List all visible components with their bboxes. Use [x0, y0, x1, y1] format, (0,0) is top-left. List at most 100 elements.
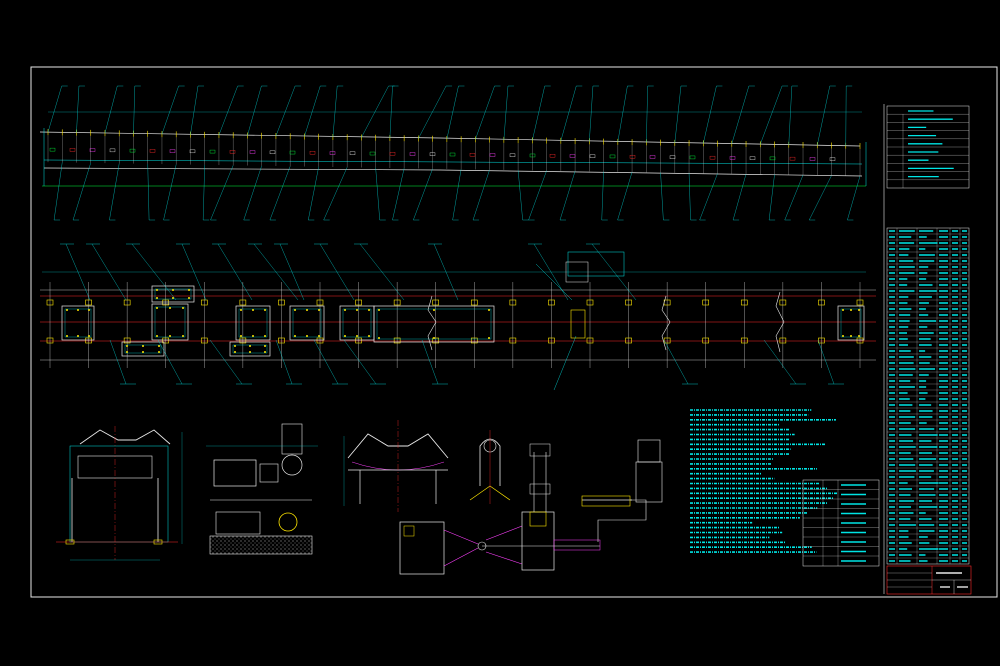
frame-detail	[669, 155, 676, 159]
plan-bolt	[169, 335, 171, 337]
frame-detail	[229, 150, 236, 154]
plan-bolt	[858, 309, 860, 311]
plan-bolt	[188, 289, 190, 291]
plan-leader	[763, 339, 797, 385]
callout-leader	[768, 174, 775, 221]
plan-bolt	[126, 345, 128, 347]
plan-bolt	[252, 335, 254, 337]
conveyor-elevation-view	[39, 85, 867, 221]
plan-foot-top	[239, 299, 247, 306]
plan-foot-bottom	[470, 337, 478, 344]
callout-leader	[247, 85, 262, 136]
plan-bolt	[842, 309, 844, 311]
layout-column-bot	[529, 483, 551, 495]
plan-bolt	[66, 309, 68, 311]
plan-foot-bottom	[393, 337, 401, 344]
callout-leader	[646, 85, 648, 143]
plan-bolt	[842, 335, 844, 337]
frame-detail	[89, 148, 96, 152]
plan-bolt	[169, 307, 171, 309]
frame-detail	[469, 153, 476, 157]
frame-detail	[549, 154, 556, 158]
callout-leader	[560, 85, 577, 141]
plan-bolt	[249, 345, 251, 347]
plan-foot-bottom	[702, 337, 710, 344]
callout-leader	[392, 168, 405, 221]
plan-bolt	[264, 335, 266, 337]
layout-mag-run2	[485, 551, 523, 565]
plan-bolt	[433, 309, 435, 311]
plan-foot-bottom	[779, 337, 787, 344]
callout-leader	[161, 85, 179, 135]
callout-leader	[589, 85, 594, 142]
callout-leader	[332, 85, 338, 138]
param-table-frame	[802, 479, 880, 567]
plan-foot-top	[200, 299, 208, 306]
callout-leader	[674, 85, 682, 143]
plan-foot-bottom	[548, 337, 555, 344]
plan-leader	[209, 339, 243, 385]
layout-weight	[529, 511, 547, 527]
callout-leader	[732, 174, 747, 221]
plan-leader	[421, 339, 439, 385]
callout-leader	[559, 171, 576, 221]
conveyor-plan-view	[40, 243, 876, 391]
layout-column	[533, 452, 547, 512]
plan-bolt	[88, 335, 90, 337]
title-block	[886, 565, 972, 595]
plan-box-inner	[376, 308, 492, 340]
plan-bolt	[356, 309, 358, 311]
plan-foot-top	[818, 299, 825, 306]
plan-leader	[433, 243, 459, 301]
frame-detail	[769, 156, 776, 161]
plan-leader	[359, 243, 405, 301]
frame-detail	[349, 151, 356, 155]
plan-bolt	[858, 335, 860, 337]
callout-leader	[147, 163, 150, 221]
plan-box-inner	[292, 308, 322, 338]
plan-foot-top	[393, 299, 401, 306]
elevation-callout-leaders	[47, 85, 861, 221]
frame-detail	[529, 153, 536, 158]
plan-idler-boxes	[61, 285, 865, 357]
plan-bolt	[156, 289, 158, 291]
plan-bolt	[318, 335, 320, 337]
frame-detail	[609, 154, 616, 159]
plan-bolt	[172, 297, 174, 299]
plan-foot-bottom	[316, 337, 324, 344]
plan-leader	[279, 243, 305, 301]
plan-bolt	[368, 335, 370, 337]
frame-detail	[109, 148, 116, 153]
plan-box	[61, 305, 95, 341]
plan-bolt	[158, 345, 160, 347]
plan-foot-top	[316, 299, 324, 306]
bill-of-materials	[886, 227, 970, 565]
plan-bolt	[264, 351, 266, 353]
drive-pulley	[281, 454, 303, 476]
plan-foot-top	[740, 299, 748, 306]
plan-leader	[533, 243, 569, 301]
callout-leader	[809, 175, 832, 221]
plan-bolt	[488, 337, 490, 339]
frame-detail	[189, 149, 196, 154]
plan-leader	[109, 339, 127, 385]
plan-bolt	[156, 335, 158, 337]
trough-idler	[79, 429, 171, 445]
section-foot-left	[65, 539, 75, 545]
frame-detail	[309, 151, 316, 155]
layout-sheave	[553, 539, 601, 551]
frame-detail	[369, 151, 376, 156]
plan-bolt	[182, 335, 184, 337]
drive-label-box	[567, 251, 625, 277]
plan-foot-bottom	[740, 337, 748, 344]
callout-leader	[847, 175, 861, 221]
section-frame	[69, 445, 169, 543]
plan-bolt	[344, 335, 346, 337]
break-mark-2	[661, 295, 671, 351]
plan-bolt	[240, 335, 242, 337]
plan-bolt	[142, 345, 144, 347]
plan-foot-bottom	[625, 337, 632, 344]
drive-head-frame	[281, 423, 303, 455]
